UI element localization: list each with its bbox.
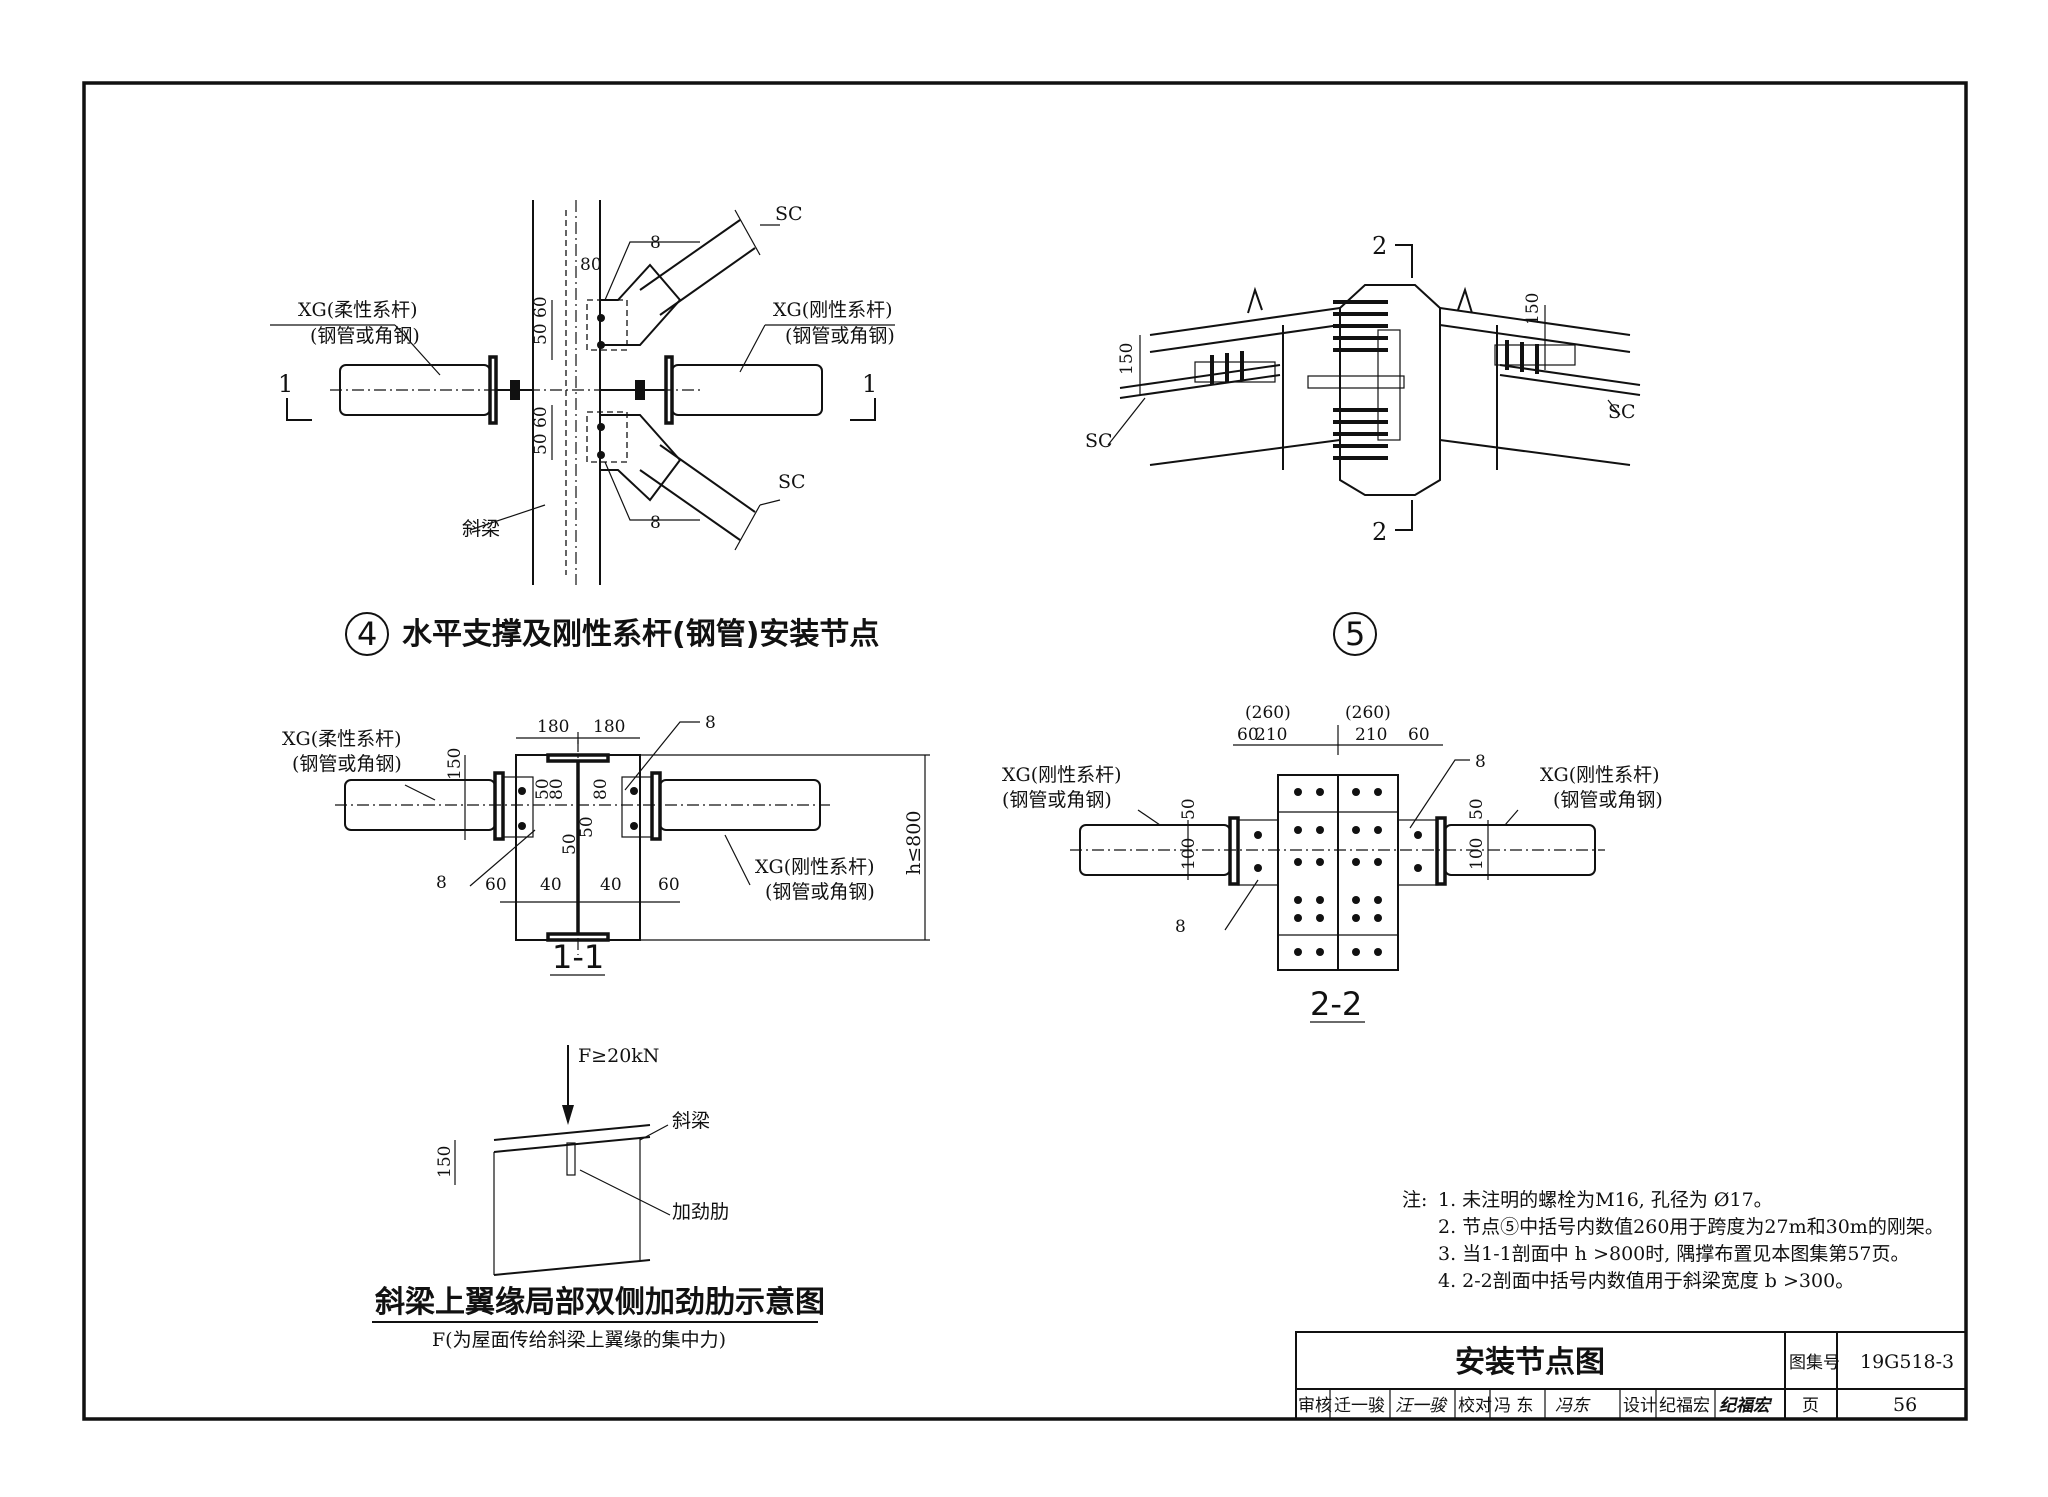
node4-dim-80: 80 [580, 255, 602, 275]
stiff-subtitle: F(为屋面传给斜梁上翼缘的集中力) [432, 1329, 726, 1351]
design-label: 设计 [1623, 1396, 1657, 1416]
node4-dim-60a: 60 [531, 296, 551, 318]
node5-cut-bottom: 2 [1372, 518, 1387, 546]
s22-xg-right-line1: XG(刚性系杆) [1540, 764, 1660, 786]
s22-dim-50a: 50 [1179, 798, 1199, 820]
s11-dim-60a: 60 [485, 875, 507, 895]
s22-weld-top: 8 [1475, 752, 1486, 772]
node5-caption-num: 5 [1345, 615, 1365, 653]
s11-xg-flex-line2: (钢管或角钢) [292, 753, 402, 775]
s22-dim-100b: 100 [1467, 838, 1487, 870]
node4-cut-right: 1 [862, 370, 877, 398]
node5-dim-150-left: 150 [1117, 343, 1137, 375]
sheet-border [82, 81, 1968, 1421]
node5-sc-left: SC [1085, 430, 1113, 452]
s22-dim-60b: 60 [1408, 725, 1430, 745]
checker: 冯 东 [1494, 1396, 1533, 1416]
stiff-rib-label: 加劲肋 [672, 1201, 729, 1223]
page-label: 页 [1802, 1396, 1819, 1416]
review-label: 审核 [1298, 1396, 1332, 1416]
node5-dim-150-right: 150 [1523, 293, 1543, 325]
node5-cut-top: 2 [1372, 232, 1387, 260]
node5-caption-circle [1333, 612, 1377, 656]
s22-dim-210b: 210 [1355, 725, 1387, 745]
s11-weld: 8 [705, 713, 716, 733]
s22-dim-60a: 60 [1237, 725, 1259, 745]
s11-dim-50c: 50 [560, 833, 580, 855]
s11-dim-40a: 40 [540, 875, 562, 895]
check-label: 校对 [1458, 1396, 1492, 1416]
s22-xg-left-line2: (钢管或角钢) [1002, 789, 1112, 811]
note-3: 3. 当1-1剖面中 h >800时, 隅撑布置见本图集第57页。 [1438, 1243, 1910, 1265]
node5-sc-right: SC [1608, 401, 1636, 423]
reviewer: 迁一骏 [1334, 1396, 1385, 1416]
node4-xg-rigid-line2: (钢管或角钢) [785, 325, 895, 347]
s11-h-label: h≤800 [903, 811, 925, 875]
s22-xg-left-line1: XG(刚性系杆) [1002, 764, 1122, 786]
s22-xg-right-line2: (钢管或角钢) [1553, 789, 1663, 811]
s11-dim-50a: 50 [533, 778, 553, 800]
s22-dim-260a: (260) [1245, 703, 1291, 723]
node5-detail [1107, 244, 1641, 531]
section11-detail [335, 721, 930, 976]
s11-dim-50b: 50 [577, 816, 597, 838]
stiff-dim-150: 150 [435, 1146, 455, 1178]
s11-dim-180b: 180 [593, 717, 625, 737]
node4-xg-flex-line1: XG(柔性系杆) [298, 299, 418, 321]
s22-dim-260b: (260) [1345, 703, 1391, 723]
node4-xg-flex-line2: (钢管或角钢) [310, 325, 420, 347]
s11-dim-80a: 80 [547, 778, 567, 800]
s11-xg-flex-line1: XG(柔性系杆) [282, 728, 402, 750]
s11-dim-150: 150 [445, 748, 465, 780]
node4-sc-bottom: SC [778, 471, 806, 493]
node4-xg-rigid-line1: XG(刚性系杆) [773, 299, 893, 321]
s11-xg-rigid-line1: XG(刚性系杆) [755, 856, 875, 878]
node4-dim-60b: 60 [531, 406, 551, 428]
page-no: 56 [1893, 1394, 1917, 1416]
stiff-title: 斜梁上翼缘局部双侧加劲肋示意图 [375, 1285, 825, 1320]
node4-cut-left: 1 [278, 370, 293, 398]
s11-dim-80b: 80 [591, 778, 611, 800]
node4-caption-circle [345, 612, 389, 656]
atlas-label: 图集号 [1789, 1353, 1840, 1373]
note-4: 4. 2-2剖面中括号内数值用于斜梁宽度 b >300。 [1438, 1270, 1854, 1292]
s22-dim-210a: 210 [1255, 725, 1287, 745]
node4-caption: 水平支撑及刚性系杆(钢管)安装节点 [402, 617, 879, 652]
s11-title: 1-1 [552, 938, 604, 976]
s22-dim-100a: 100 [1179, 838, 1199, 870]
node4-weld-top: 8 [650, 233, 661, 253]
reviewer-signature: 汪一骏 [1395, 1396, 1448, 1416]
designer: 纪福宏 [1659, 1396, 1710, 1416]
s11-xg-rigid-line2: (钢管或角钢) [765, 881, 875, 903]
s22-weld-bottom: 8 [1175, 917, 1186, 937]
stiffener-detail [454, 1045, 671, 1276]
s11-weld-left: 8 [436, 873, 447, 893]
node4-dim-50a: 50 [531, 323, 551, 345]
note-2: 2. 节点⑤中括号内数值260用于跨度为27m和30m的刚架。 [1438, 1216, 1944, 1238]
s11-dim-40b: 40 [600, 875, 622, 895]
node4-detail [270, 200, 895, 585]
atlas-no: 19G518-3 [1860, 1351, 1954, 1373]
checker-signature: 冯东 [1555, 1396, 1591, 1416]
node4-weld-bottom: 8 [650, 513, 661, 533]
designer-signature: 纪福宏 [1719, 1396, 1773, 1416]
node4-caption-num: 4 [357, 615, 377, 653]
title-block [1295, 1331, 1967, 1420]
notes-head: 注: [1402, 1189, 1427, 1211]
node4-dim-50b: 50 [531, 433, 551, 455]
title-block-title: 安装节点图 [1455, 1345, 1605, 1380]
s22-title: 2-2 [1310, 985, 1362, 1023]
section22-detail [1070, 725, 1605, 1023]
node4-sc-top: SC [775, 203, 803, 225]
s22-dim-50b: 50 [1467, 798, 1487, 820]
s11-dim-60b: 60 [658, 875, 680, 895]
s11-dim-180a: 180 [537, 717, 569, 737]
stiff-force: F≥20kN [578, 1045, 659, 1067]
node4-beam-label: 斜梁 [462, 518, 500, 540]
stiff-beam-label: 斜梁 [672, 1110, 710, 1132]
note-1: 1. 未注明的螺栓为M16, 孔径为 Ø17。 [1438, 1189, 1773, 1211]
